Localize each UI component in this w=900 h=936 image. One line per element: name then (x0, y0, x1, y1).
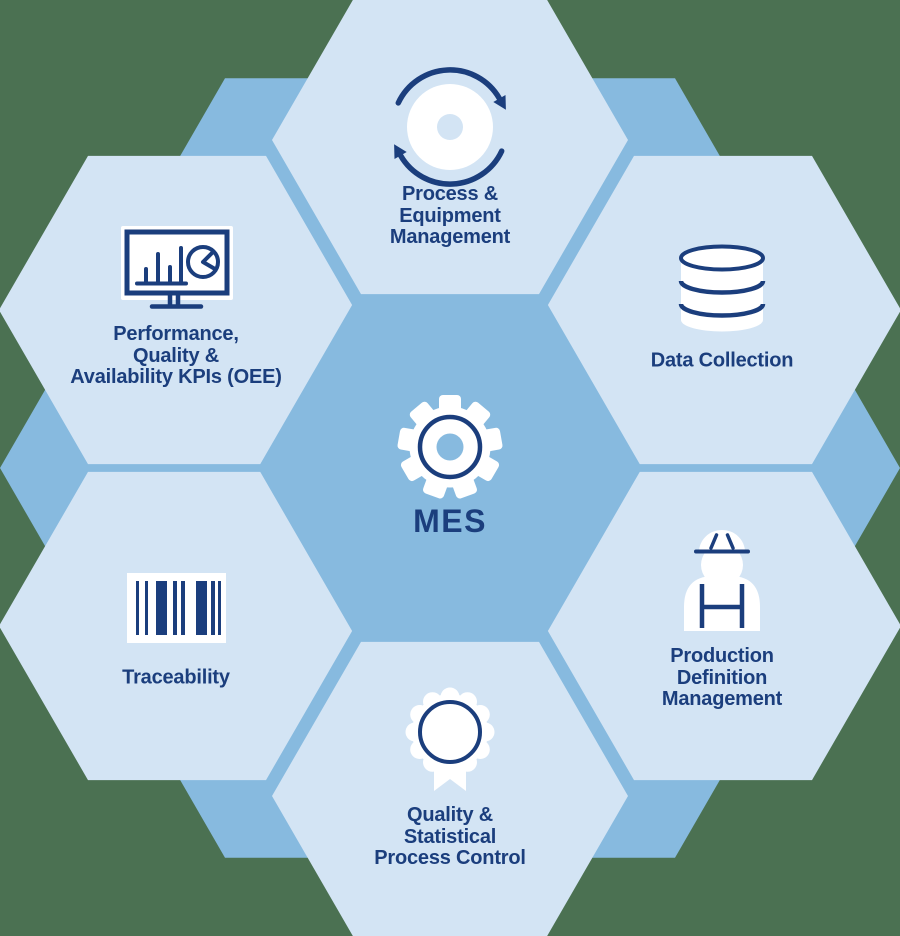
label-production-definition: Production Definition Management (661, 644, 783, 710)
cycle-arrows-icon (394, 67, 506, 187)
label-traceability: Traceability (122, 666, 230, 689)
gear-icon (397, 395, 503, 499)
label-mes-center: MES (413, 503, 487, 539)
tile-bottom (272, 641, 628, 936)
label-process-equipment-management: Process & Equipment Management (389, 182, 511, 248)
monitor-chart-icon (121, 226, 233, 309)
barcode-icon (127, 573, 226, 643)
award-ribbon-icon (405, 687, 495, 791)
label-quality-spc: Quality & Statistical Process Control (374, 803, 526, 869)
label-data-collection: Data Collection (650, 349, 794, 372)
database-icon (678, 244, 766, 332)
tile-top-left (0, 155, 355, 465)
label-performance-kpis: Performance, Quality & Availability KPIs… (70, 322, 282, 388)
worker-hardhat-icon (684, 530, 760, 631)
